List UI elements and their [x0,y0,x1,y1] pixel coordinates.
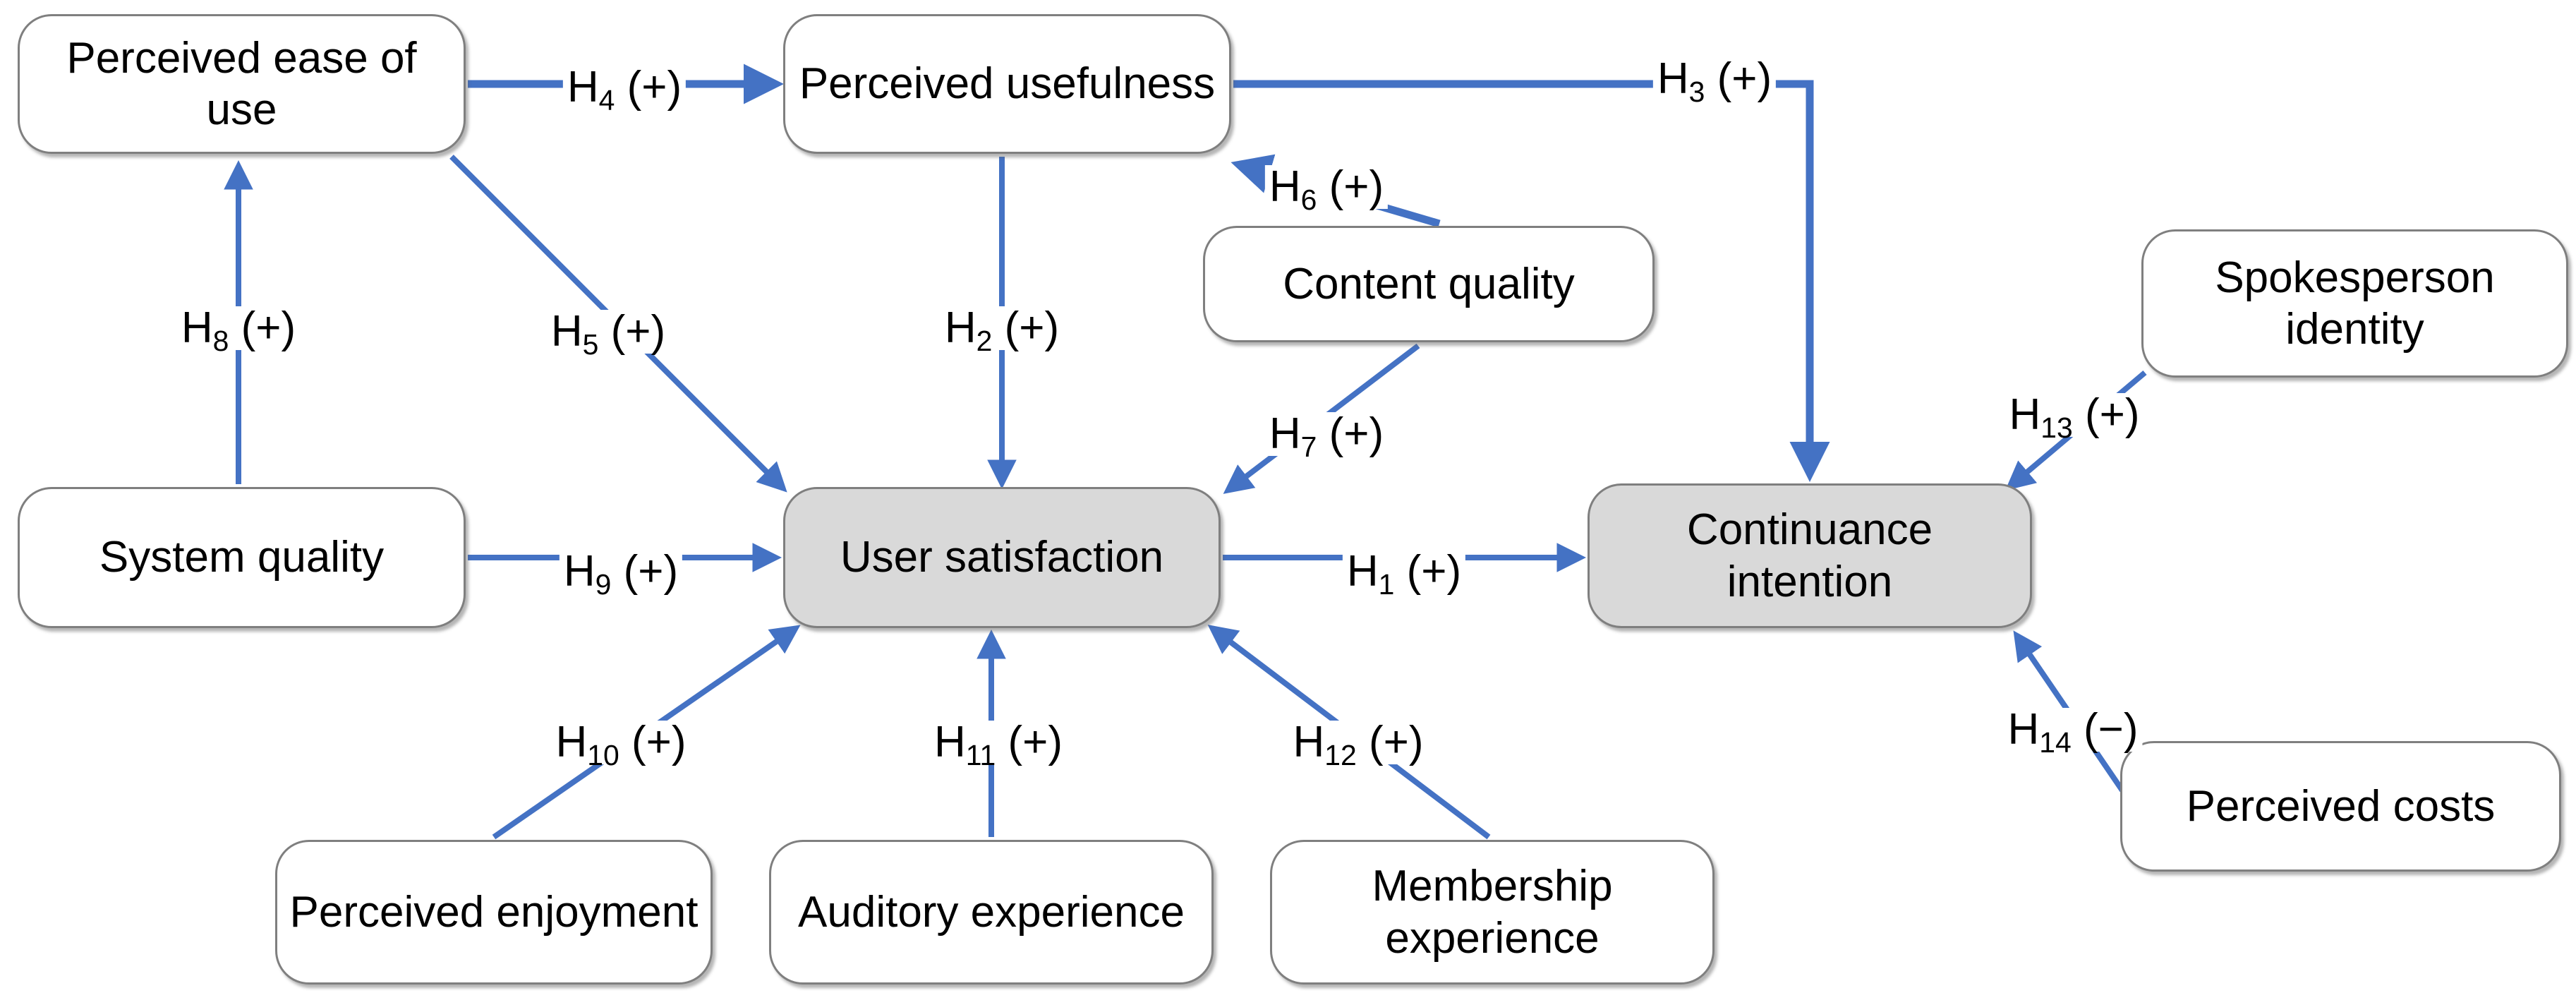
hyp-number: 14 [2039,726,2072,759]
hyp-sign: (+) [1004,303,1060,352]
hyp-letter: H [567,63,599,112]
node-label: User satisfaction [840,533,1164,582]
node-auditory-experience[interactable]: Auditory experience [769,840,1214,985]
hyp-sign: (+) [1717,54,1772,103]
edge-label-h9: H9 (+) [559,547,683,599]
hyp-sign: (+) [241,303,296,352]
edge-label-h8: H8 (+) [176,303,301,356]
hyp-number: 7 [1300,431,1317,464]
hyp-letter: H [1657,54,1689,103]
node-label: Spokesperson identity [2215,253,2495,354]
hyp-letter: H [181,303,213,352]
edge-label-h10: H10 (+) [551,718,691,770]
edge-h3 [1233,80,1830,483]
hyp-letter: H [2007,705,2040,754]
edge-label-h4: H4 (+) [562,63,687,115]
node-continuance-intention[interactable]: Continuance intention [1588,483,2032,628]
hyp-sign: (+) [1406,547,1462,596]
hyp-letter: H [555,718,588,766]
edge-label-h5: H5 (+) [546,307,670,359]
hyp-number: 1 [1378,568,1395,601]
hyp-number: 10 [587,739,619,772]
hyp-letter: H [563,547,595,596]
hyp-letter: H [1269,162,1301,211]
edge-label-h3: H3 (+) [1652,54,1777,107]
hyp-sign: (+) [631,718,687,766]
edge-label-h14: H14 (−) [2003,705,2143,757]
node-label: Perceived usefulness [799,59,1216,109]
hyp-number: 5 [582,328,599,361]
hyp-number: 3 [1688,76,1705,109]
edge-label-h13: H13 (+) [2004,390,2144,443]
node-label: Continuance intention [1686,505,1933,606]
node-label: Membership experience [1372,862,1613,963]
edge-label-h7: H7 (+) [1264,409,1389,462]
node-perceived-enjoyment[interactable]: Perceived enjoyment [275,840,713,985]
node-perceived-usefulness[interactable]: Perceived usefulness [783,14,1231,154]
node-perceived-costs[interactable]: Perceived costs [2120,741,2561,872]
node-label: Perceived enjoyment [289,887,699,937]
hyp-letter: H [944,303,976,352]
hyp-letter: H [1346,547,1379,596]
hyp-number: 11 [965,739,996,772]
node-spokesperson-identity[interactable]: Spokesperson identity [2141,229,2568,378]
node-user-satisfaction[interactable]: User satisfaction [783,487,1221,628]
hyp-number: 2 [976,325,993,358]
hyp-sign: (+) [623,547,679,596]
edge-label-h6: H6 (+) [1264,162,1389,215]
hyp-number: 6 [1300,183,1317,217]
hyp-number: 12 [1324,739,1357,772]
edge-label-h12: H12 (+) [1288,718,1428,770]
node-label: System quality [99,533,385,582]
hyp-number: 13 [2040,411,2073,445]
node-perceived-ease-of-use[interactable]: Perceived ease of use [18,14,466,154]
node-content-quality[interactable]: Content quality [1203,226,1655,342]
hyp-sign: (+) [1008,718,1063,766]
node-label: Content quality [1283,259,1575,308]
hyp-sign: (+) [610,307,666,356]
node-system-quality[interactable]: System quality [18,487,466,628]
hyp-letter: H [2009,390,2041,439]
node-label: Perceived ease of use [66,33,417,134]
hyp-sign: (−) [2084,705,2139,754]
hyp-number: 4 [598,84,615,117]
node-label: Perceived costs [2186,781,2496,831]
edge-label-h1: H1 (+) [1342,547,1466,599]
hyp-sign: (+) [1369,718,1424,766]
hyp-sign: (+) [627,63,682,112]
hyp-letter: H [1269,409,1301,458]
node-label: Auditory experience [798,887,1185,937]
edge-label-h11: H11 (+) [930,718,1067,770]
edge-label-h2: H2 (+) [940,303,1064,356]
hyp-letter: H [1293,718,1325,766]
hyp-letter: H [934,718,966,766]
hyp-sign: (+) [2085,390,2140,439]
hyp-sign: (+) [1329,409,1384,458]
hyp-letter: H [550,307,583,356]
node-membership-experience[interactable]: Membership experience [1270,840,1715,985]
hyp-sign: (+) [1329,162,1384,211]
hyp-number: 9 [595,568,612,601]
hyp-number: 8 [212,325,229,358]
